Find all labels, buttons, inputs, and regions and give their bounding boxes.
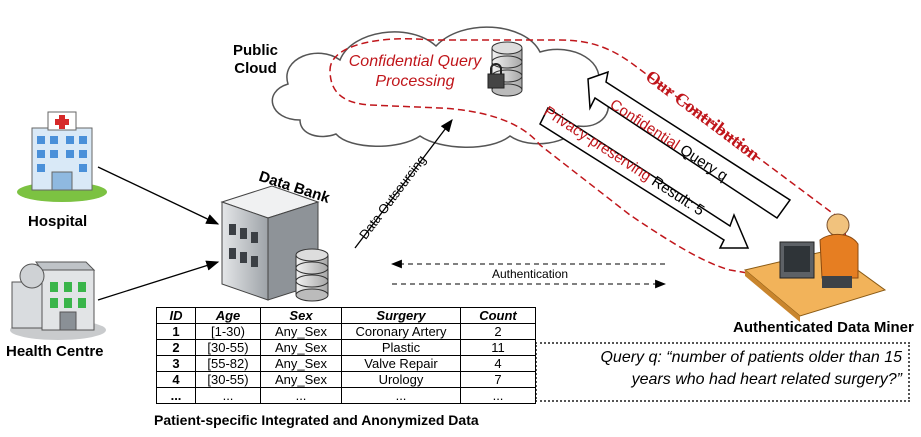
table-cell: Any_Sex: [260, 355, 342, 372]
table-cell: 1: [156, 323, 196, 340]
table-cell: 3: [156, 355, 196, 372]
table-cell: Plastic: [341, 339, 461, 356]
table-cell: Urology: [341, 371, 461, 388]
table-cell: Any_Sex: [260, 339, 342, 356]
table-cell: 4: [460, 355, 536, 372]
table-cell: Any_Sex: [260, 371, 342, 388]
table-cell: 7: [460, 371, 536, 388]
hospital-label: Hospital: [28, 213, 88, 230]
table-cell: 4: [156, 371, 196, 388]
table-cell: 11: [460, 339, 536, 356]
authenticated-data-miner-label: Authenticated Data Miner: [733, 319, 914, 336]
data-miner-icon: [743, 213, 887, 322]
data-bank-icon: [220, 185, 329, 302]
table-cell: [30-55): [195, 339, 261, 356]
table-cell: 2: [460, 323, 536, 340]
hospital-icon: [17, 111, 107, 202]
column-header-surgery: Surgery: [341, 307, 461, 324]
health-centre-icon: [10, 261, 106, 340]
authentication-label: Authentication: [492, 267, 569, 281]
column-header-id: ID: [156, 307, 196, 324]
table-cell: ...: [341, 387, 461, 404]
table-cell: [1-30): [195, 323, 261, 340]
table-cell: Valve Repair: [341, 355, 461, 372]
table-cell: [55-82): [195, 355, 261, 372]
table-cell: [30-55): [195, 371, 261, 388]
privacy-result-arrow: [539, 106, 750, 249]
confidential-query-arrow: [587, 70, 792, 220]
table-cell: ...: [260, 387, 342, 404]
table-row: ...............: [156, 387, 536, 404]
confidential-query-processing-label: Confidential Query Processing: [348, 53, 482, 90]
table-cell: ...: [460, 387, 536, 404]
locked-database-icon: [487, 41, 523, 97]
table-cell: ...: [156, 387, 196, 404]
public-cloud-label: Public Cloud: [233, 42, 279, 77]
table-cell: ...: [195, 387, 261, 404]
table-cell: 2: [156, 339, 196, 356]
table-caption: Patient-specific Integrated and Anonymiz…: [154, 412, 479, 428]
table-cell: Coronary Artery: [341, 323, 461, 340]
query-line-1: Query q: “number of patients older than …: [600, 349, 902, 366]
column-header-count: Count: [460, 307, 536, 324]
column-header-age: Age: [195, 307, 261, 324]
query-box: Query q: “number of patients older than …: [535, 342, 910, 402]
query-line-2: years who had heart related surgery?”: [631, 371, 902, 388]
health-centre-label: Health Centre: [6, 343, 104, 360]
column-header-sex: Sex: [260, 307, 342, 324]
table-cell: Any_Sex: [260, 323, 342, 340]
